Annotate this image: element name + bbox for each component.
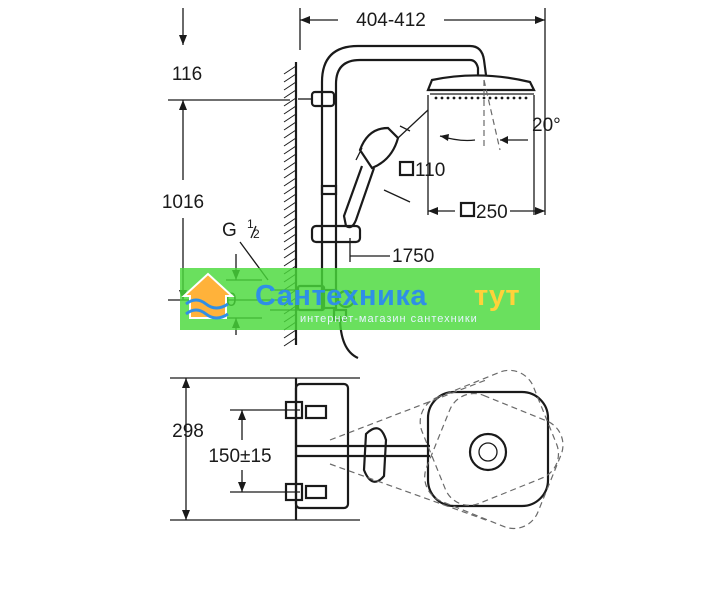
- head-shower: 20°: [426, 74, 561, 215]
- thread-numerator: 1: [247, 217, 254, 231]
- nozzle-dot: [518, 96, 522, 100]
- top-view: 298 150±15: [170, 369, 564, 530]
- wall-hatch-line: [283, 201, 297, 211]
- wall-hatch-line: [283, 249, 297, 259]
- wall-hatch-line: [283, 177, 297, 187]
- wall-hatch-line: [283, 89, 297, 99]
- main-height-label: 1016: [162, 192, 204, 213]
- wall-hatch-line: [283, 145, 297, 155]
- nozzle-dot: [476, 96, 480, 100]
- wall-hatch-line: [283, 257, 297, 267]
- wall-hatch-line: [283, 65, 297, 75]
- nozzle-dot: [464, 96, 468, 100]
- wall-hatch-line: [283, 185, 297, 195]
- shower-column: [298, 44, 488, 300]
- wall-hatch-line: [283, 225, 297, 235]
- wall-hatch-line: [283, 209, 297, 219]
- watermark-banner: Сантехника тут интернет-магазин сантехни…: [180, 268, 540, 330]
- watermark-title-accent: тут: [474, 280, 520, 312]
- wall-hatch-line: [283, 233, 297, 243]
- dimension-heights: 116 1016: [162, 8, 290, 301]
- head-shower-size-label: 250: [476, 202, 508, 223]
- wall-hatch-line: [283, 73, 297, 83]
- wall-hatch-line: [283, 153, 297, 163]
- wall-hatch-line: [283, 337, 297, 347]
- nozzle-dot: [470, 96, 474, 100]
- nozzle-dot: [434, 96, 438, 100]
- hose-length-label: 1750: [392, 246, 434, 267]
- top-offset-label: 116: [172, 64, 202, 85]
- wall-hatch-line: [283, 97, 297, 107]
- nozzle-dot: [488, 96, 492, 100]
- wall-hatch-line: [283, 81, 297, 91]
- wall-hatch-line: [283, 105, 297, 115]
- hand-shower-size-label: 110: [415, 160, 445, 181]
- watermark-subtitle: интернет-магазин сантехники: [300, 313, 478, 325]
- wall-hatch-line: [283, 129, 297, 139]
- head-shower-size-dimension: 250: [428, 201, 545, 223]
- wall-hatch-line: [283, 217, 297, 227]
- wall-hatch-line: [283, 121, 297, 131]
- nozzle-dot: [512, 96, 516, 100]
- wall-hatch-line: [283, 137, 297, 147]
- house-wave-logo-icon: [181, 272, 235, 320]
- depth-label: 298: [172, 421, 204, 442]
- nozzle-dot: [482, 96, 486, 100]
- thread-letter: G: [222, 220, 237, 241]
- nozzle-dot: [446, 96, 450, 100]
- square-symbol-icon: [459, 201, 476, 218]
- wall-hatch-line: [283, 161, 297, 171]
- wall-hatch-line: [283, 241, 297, 251]
- watermark-title: Сантехника: [255, 280, 427, 312]
- wall-hatch-line: [283, 193, 297, 203]
- width-range-label: 404-412: [356, 10, 426, 31]
- hand-shower: 110: [342, 109, 445, 229]
- nozzle-dot: [440, 96, 444, 100]
- thread-denominator: 2: [253, 227, 260, 241]
- wall-hatch-line: [283, 113, 297, 123]
- wall-hatch-line: [283, 329, 297, 339]
- nozzle-dot: [458, 96, 462, 100]
- nozzle-dot: [524, 96, 528, 100]
- square-symbol-icon: [398, 160, 415, 177]
- watermark-band: [180, 268, 540, 330]
- inlet-spacing-label: 150±15: [208, 446, 271, 467]
- nozzle-dot: [506, 96, 510, 100]
- nozzle-dot: [452, 96, 456, 100]
- tilt-angle-label: 20°: [532, 115, 561, 136]
- nozzle-dot: [494, 96, 498, 100]
- nozzle-dot: [500, 96, 504, 100]
- dimension-width: 404-412: [299, 8, 546, 215]
- wall-hatch-line: [283, 169, 297, 179]
